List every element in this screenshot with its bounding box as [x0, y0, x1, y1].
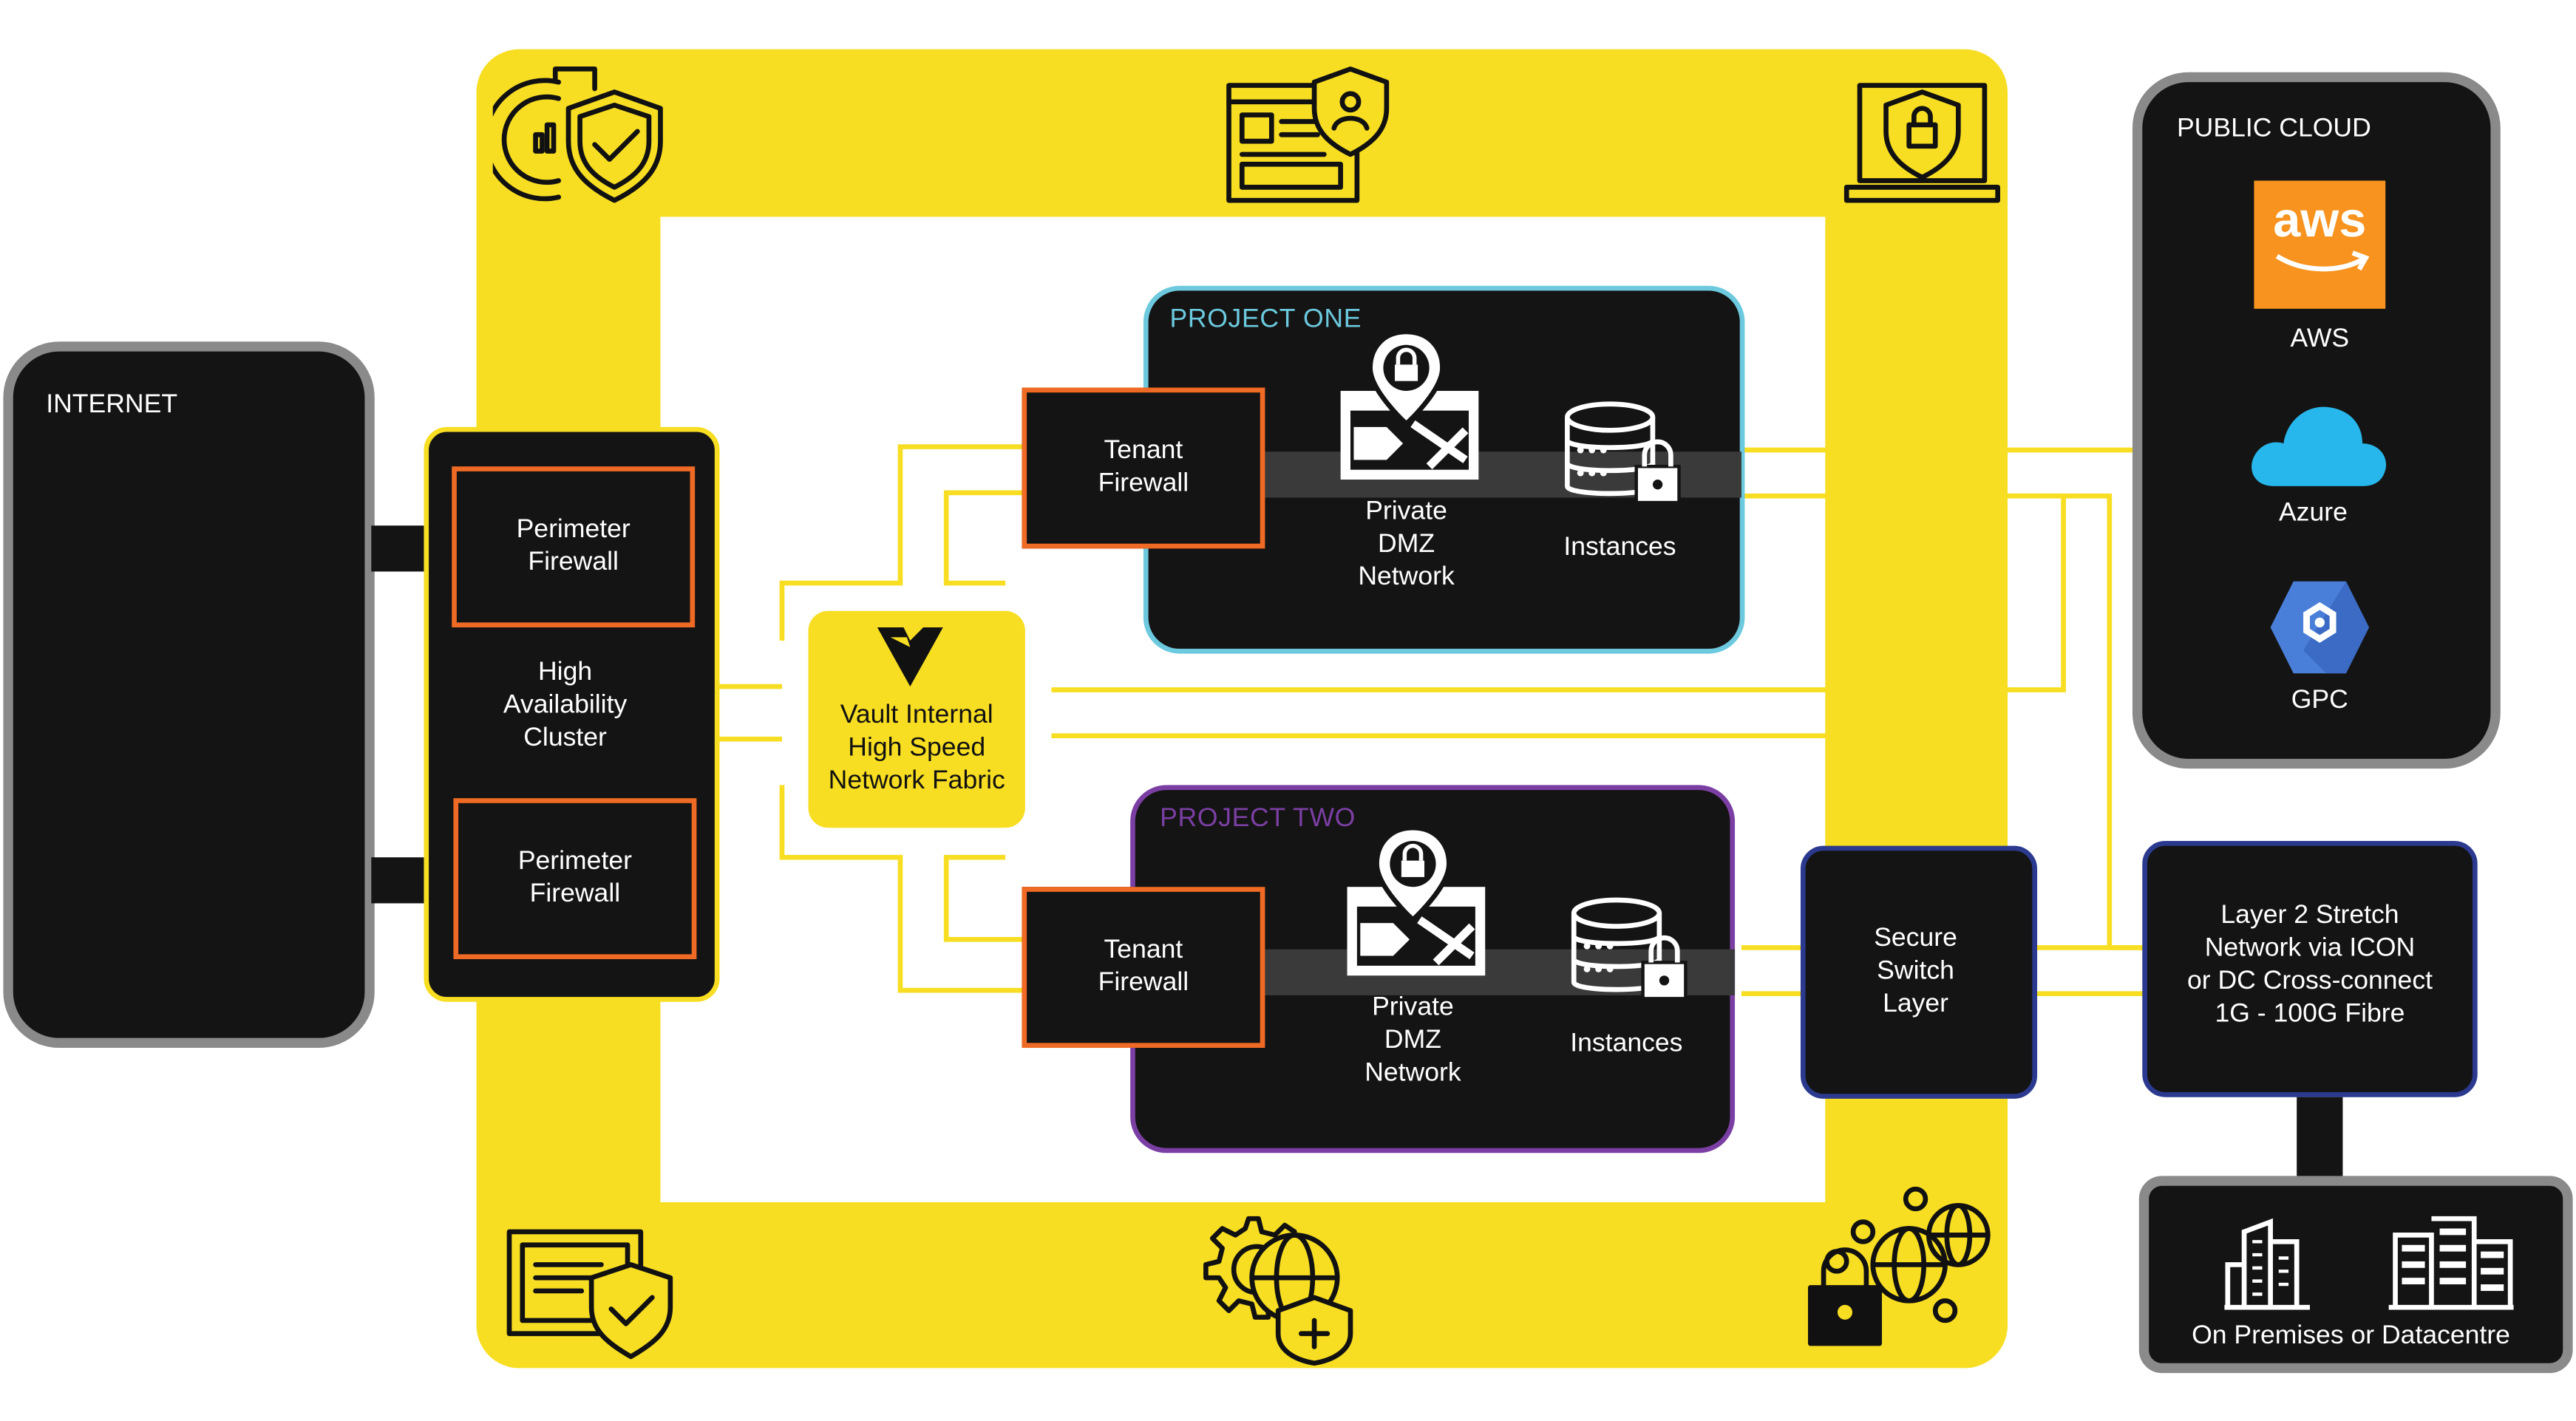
perimeter-firewall-top-label: Perimeter Firewall [516, 515, 631, 577]
network-fabric-label: Vault Internal High Speed Network Fabric [828, 701, 1005, 795]
gcp-hexagon-icon[interactable] [2267, 578, 2372, 676]
internet-cloud [3, 341, 375, 1049]
secure-switch-box[interactable] [1800, 845, 2038, 1099]
web-user-shield-icon [1226, 67, 1390, 203]
project-one-instances-label: Instances [1563, 534, 1676, 562]
gear-globe-shield-icon [1203, 1216, 1353, 1366]
project-two-instances-label: Instances [1570, 1029, 1683, 1058]
project-two-instances-icon [1571, 897, 1688, 1001]
azure-label: Azure [2278, 499, 2348, 528]
project-one-instances-icon [1565, 401, 1681, 505]
project-one-dmz-icon [1340, 329, 1479, 480]
gcp-label: GPC [2291, 686, 2348, 715]
secure-switch-label: Secure Switch Layer [1874, 924, 1957, 1019]
office-building-icon [2224, 1218, 2310, 1310]
layer2-onprem-link [2297, 1097, 2343, 1179]
aws-logo[interactable] [2254, 180, 2386, 309]
perimeter-firewall-bottom[interactable]: Perimeter Firewall [453, 798, 697, 959]
perimeter-firewall-bottom-label: Perimeter Firewall [517, 847, 632, 909]
public-cloud-label: PUBLIC CLOUD [2176, 115, 2371, 143]
laptop-lock-icon [1843, 83, 2001, 203]
project-two-title: PROJECT TWO [1160, 805, 1356, 833]
internet-label: INTERNET [46, 390, 178, 419]
project-one-dmz-label: Private DMZ Network [1358, 497, 1455, 592]
aws-smile-icon [2275, 251, 2370, 272]
layer2-stretch-label: Layer 2 Stretch Network via ICON or DC C… [2186, 902, 2433, 1029]
on-prem-box [2138, 1176, 2573, 1374]
aws-logo-text: aws [2273, 194, 2367, 248]
datacentre-building-icon [2388, 1216, 2514, 1310]
project-two-tenant-firewall-label: Tenant Firewall [1098, 936, 1189, 998]
project-one-title: PROJECT ONE [1169, 305, 1362, 334]
network-globes-lock-icon [1807, 1186, 1991, 1346]
project-one-tenant-firewall-label: Tenant Firewall [1098, 437, 1189, 498]
project-one-tenant-firewall[interactable]: Tenant Firewall [1022, 387, 1265, 549]
ha-cluster-label: High Availability Cluster [503, 658, 628, 752]
azure-cloud-icon[interactable] [2244, 401, 2392, 489]
project-two-dmz-icon [1347, 825, 1486, 976]
security-dashboard-icon [492, 67, 663, 203]
aws-label: AWS [2290, 325, 2350, 353]
layer2-stretch-box[interactable] [2142, 840, 2478, 1097]
perimeter-firewall-top[interactable]: Perimeter Firewall [452, 466, 696, 628]
on-prem-label: On Premises or Datacentre [2192, 1322, 2510, 1350]
vault-logo-icon [877, 627, 943, 687]
certificate-shield-icon [506, 1229, 673, 1360]
project-two-tenant-firewall[interactable]: Tenant Firewall [1022, 887, 1265, 1049]
project-two-dmz-label: Private DMZ Network [1365, 993, 1461, 1088]
